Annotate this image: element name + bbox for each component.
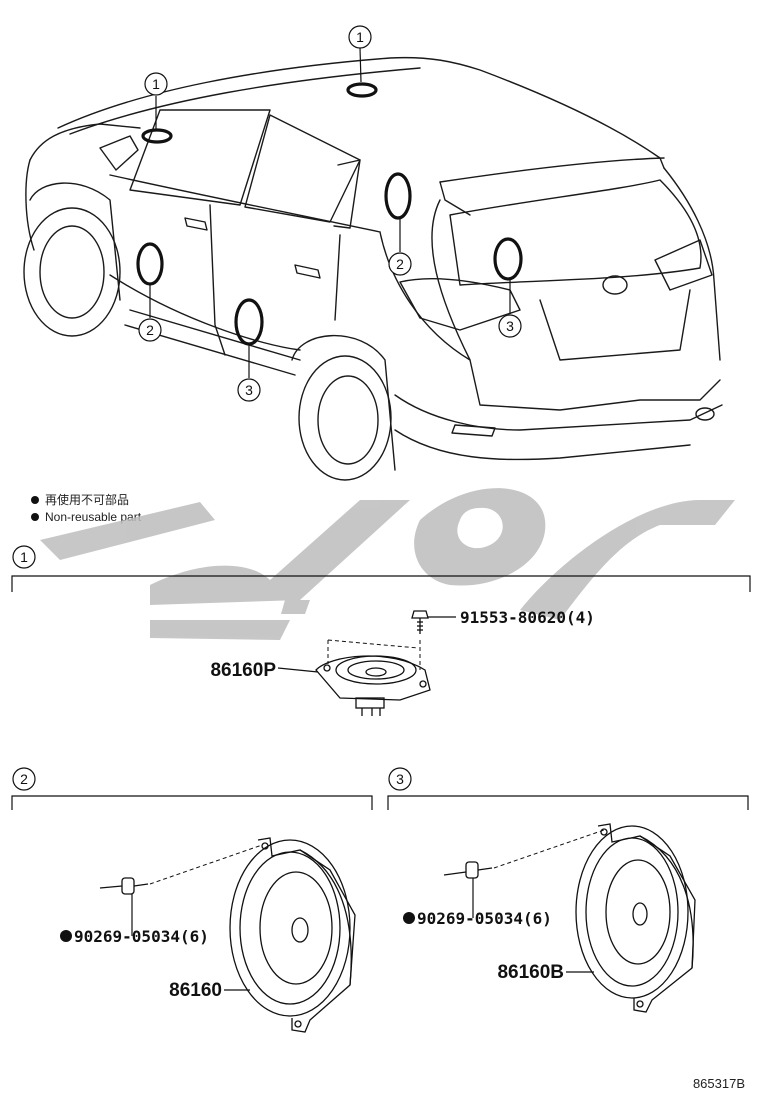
section-1: 1 91553-80620(4) (11, 545, 751, 716)
legend: 再使用不可部品 Non-reusable part (31, 492, 142, 524)
part-number-86160: 86160 (169, 980, 222, 1001)
section-2: 2 90269-05034(6) 86160 (11, 767, 373, 1033)
vehicle-illustration (23, 56, 723, 481)
part-number-86160P: 86160P (210, 660, 276, 681)
section-1-number: 1 (20, 549, 28, 565)
non-reusable-bullet-icon (403, 912, 415, 924)
front-door-speaker-marker (136, 242, 164, 286)
rear-door-speaker-marker-right (384, 172, 412, 220)
speaker-86160P-icon (315, 655, 431, 716)
tailgate-speaker-marker (493, 237, 523, 281)
callout-bubbles (138, 25, 522, 402)
callout-roof: 1 (356, 29, 364, 45)
clip-icon (443, 861, 493, 879)
speaker-86160-icon (229, 837, 356, 1033)
section-2-number: 2 (20, 771, 28, 787)
non-reusable-bullet-icon (31, 513, 39, 521)
part-number-90269-sec3: 90269-05034(6) (417, 909, 552, 928)
clip-icon (99, 877, 149, 895)
screw-icon (411, 610, 429, 634)
callout-dash: 1 (152, 76, 160, 92)
speaker-86160B-icon (575, 823, 696, 1013)
callout-rear-left: 3 (245, 382, 253, 398)
roof-speaker-marker (346, 82, 378, 98)
legend-japanese: 再使用不可部品 (45, 492, 129, 507)
speaker-location-markers (136, 82, 523, 346)
part-number-90269-sec2: 90269-05034(6) (74, 927, 209, 946)
callout-tailgate: 3 (506, 318, 514, 334)
section-3: 3 90269-05034(6) 86160B (387, 767, 749, 1013)
part-number-86160B: 86160B (497, 962, 564, 983)
legend-english: Non-reusable part (45, 510, 142, 524)
diagram-code: 865317B (693, 1076, 745, 1091)
callout-front-door: 2 (146, 322, 154, 338)
dash-speaker-marker (141, 128, 173, 144)
part-number-91553: 91553-80620(4) (460, 608, 595, 627)
callout-leaders (149, 47, 511, 378)
watermark-logo (40, 488, 735, 640)
callout-rear-right: 2 (396, 256, 404, 272)
non-reusable-bullet-icon (31, 496, 39, 504)
non-reusable-bullet-icon (60, 930, 72, 942)
section-3-number: 3 (396, 771, 404, 787)
rear-door-speaker-marker-left (234, 298, 264, 346)
